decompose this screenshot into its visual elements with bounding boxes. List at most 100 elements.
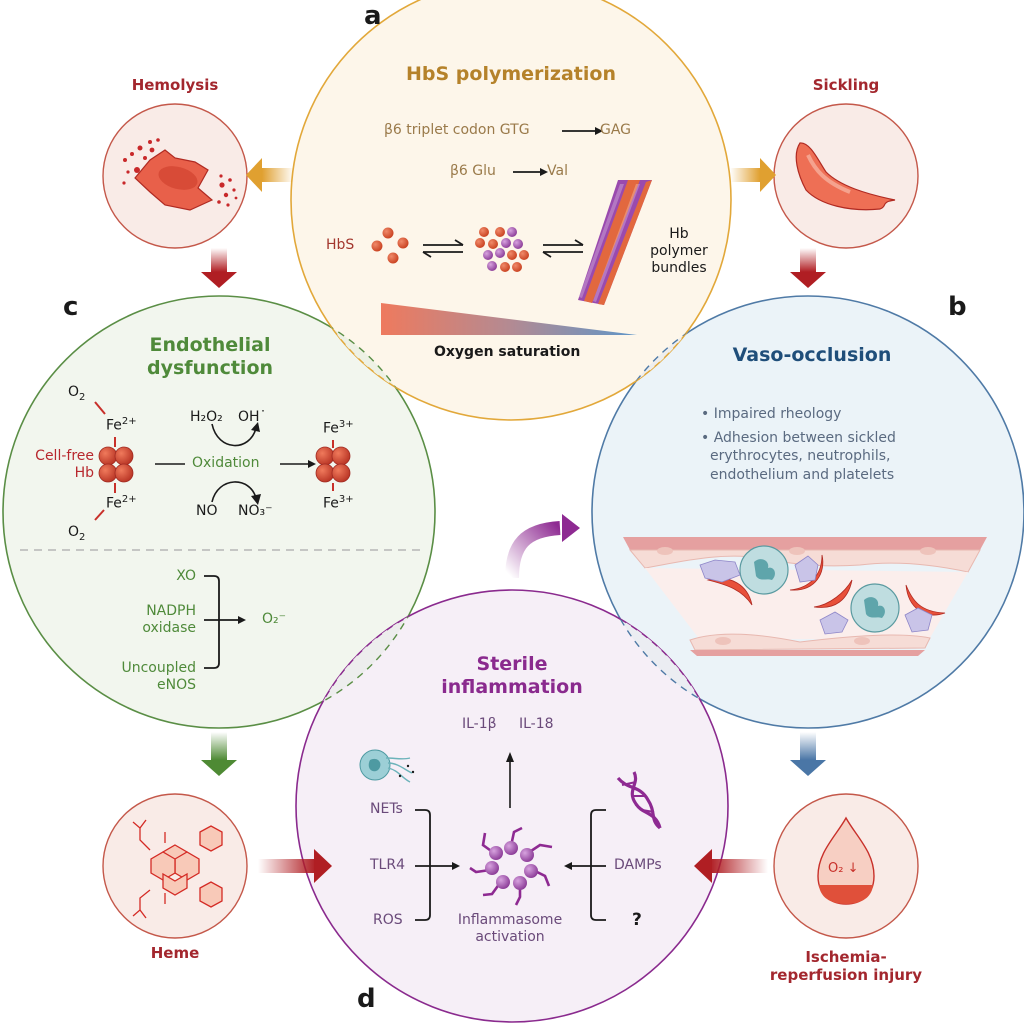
lysed-rbc-icon	[122, 138, 238, 211]
hemolysis-label: Hemolysis	[131, 76, 219, 94]
oxidation-right-arrow	[280, 460, 316, 468]
polymer-label: Hb polymer bundles	[634, 226, 724, 276]
cell-free-hb-icon	[94, 401, 134, 521]
nets-label: NETs	[370, 801, 403, 817]
o2-top-label: O2	[68, 384, 86, 403]
right-inputs-bracket	[572, 809, 606, 921]
cell-free-hb-label: Cell-free Hb	[28, 448, 94, 482]
ischemia-label-line2: reperfusion injury	[769, 966, 923, 984]
arrow-hemolysis-to-c	[201, 248, 237, 288]
blood-vessel-illustration	[623, 537, 987, 656]
nitrate-label: NO₃⁻	[238, 503, 273, 519]
oxidation-label: Oxidation	[192, 455, 260, 471]
enos-line1: Uncoupled	[121, 660, 196, 676]
polymer-label-line3: bundles	[651, 259, 707, 276]
panel-c-title-line2: dysfunction	[146, 356, 274, 379]
nadph-line2: oxidase	[142, 619, 196, 636]
unknown-input-label: ?	[632, 910, 642, 930]
panel-letter-b: b	[948, 292, 967, 322]
inflammasome-line2: activation	[475, 928, 545, 945]
fe3-top-label: Fe3+	[323, 419, 354, 437]
tlr4-label: TLR4	[370, 857, 405, 873]
arrow-a-to-hemolysis	[246, 158, 294, 192]
sickle-cell-icon	[795, 142, 896, 211]
arrow-ischemia-to-d	[694, 849, 768, 883]
arrow-sickling-to-b	[790, 248, 826, 288]
hbs-aggregate-icon	[475, 227, 529, 272]
right-inputs-arrowhead	[564, 862, 572, 870]
aminoacid-arrow	[513, 168, 548, 176]
damps-label: DAMPs	[614, 857, 662, 873]
heme-label: Heme	[150, 944, 200, 962]
superoxide-bracket	[204, 575, 240, 669]
enos-line2: eNOS	[157, 676, 196, 693]
panel-d-circle	[295, 589, 729, 1023]
ros-label: ROS	[373, 912, 403, 928]
no-curve-arrow	[211, 481, 261, 505]
codon-to: GAG	[600, 122, 632, 138]
hbs-label: HbS	[326, 237, 355, 253]
equilibrium-arrow-2	[542, 239, 584, 258]
il1b-label: IL-1β	[462, 716, 497, 732]
uncoupled-enos-label: Uncoupled eNOS	[86, 660, 196, 694]
panel-d-title-line2: inflammation	[441, 675, 583, 698]
left-inputs-arrowhead	[452, 862, 460, 870]
left-inputs-bracket	[415, 809, 452, 921]
h2o2-label: H₂O₂	[190, 409, 223, 425]
oxidized-hb-icon	[315, 440, 351, 491]
codon-from: β6 triplet codon GTG	[384, 122, 530, 138]
hydroxyl-label: OH˙	[238, 409, 267, 425]
bullet-adhesion-line3: endothelium and platelets	[710, 466, 895, 483]
bullet-adhesion-line2: erythrocytes, neutrophils,	[710, 448, 891, 465]
equilibrium-arrow-1	[422, 239, 464, 258]
il18-label: IL-18	[519, 716, 554, 732]
h2o2-curve-arrow	[211, 422, 260, 447]
inflammasome-label: Inflammasome activation	[440, 912, 580, 946]
polymer-label-line2: polymer	[650, 242, 708, 259]
codon-arrow	[562, 127, 603, 135]
bullet-adhesion: • Adhesion between sickled	[701, 430, 896, 447]
sickling-label: Sickling	[812, 76, 880, 94]
panel-b-bullets: • Impaired rheology • Adhesion between s…	[701, 405, 896, 484]
aminoacid-from: β6 Glu	[450, 163, 496, 179]
fe2-top-label: Fe2+	[106, 416, 137, 434]
ischemia-label: Ischemia- reperfusion injury	[766, 948, 926, 984]
fe2-bottom-label: Fe2+	[106, 494, 137, 512]
panel-letter-c: c	[63, 292, 79, 322]
panel-c-title-line1: Endothelial	[149, 334, 271, 356]
cytokine-arrow	[506, 752, 514, 808]
arrow-c-to-heme	[201, 732, 237, 776]
drop-o2-label: O₂ ↓	[828, 861, 859, 876]
oxygen-drop-icon	[817, 816, 875, 905]
panel-letter-a: a	[364, 1, 382, 31]
dna-icon	[616, 771, 662, 830]
hbs-monomers-icon	[371, 227, 409, 264]
hb-polymer-bundle-icon	[578, 180, 652, 305]
panel-b-title: Vaso-occlusion	[732, 344, 892, 366]
oxygen-saturation-label: Oxygen saturation	[434, 344, 581, 360]
cell-free-label-line2: Hb	[74, 464, 94, 481]
panel-d-title-line1: Sterile	[476, 653, 548, 675]
nadph-line1: NADPH	[146, 603, 196, 619]
xo-label: XO	[176, 568, 196, 584]
arrow-d-to-b	[505, 514, 580, 579]
sickling-circle	[773, 103, 919, 249]
panel-letter-d: d	[357, 984, 376, 1014]
panel-a-title: HbS polymerization	[406, 63, 616, 85]
heme-molecule-icon	[132, 819, 223, 919]
bullet-impaired-rheology: • Impaired rheology	[701, 406, 842, 422]
nadph-oxidase-label: NADPH oxidase	[100, 603, 196, 637]
net-neutrophil-icon	[359, 749, 415, 783]
superoxide-label: O₂⁻	[262, 611, 287, 627]
aminoacid-to: Val	[547, 163, 568, 179]
panel-c-circle	[2, 295, 436, 729]
ischemia-label-line1: Ischemia-	[805, 948, 887, 966]
inflammasome-icon	[469, 826, 553, 906]
fe3-bottom-label: Fe3+	[323, 494, 354, 512]
panel-d-title: Sterile inflammation	[432, 653, 592, 699]
arrow-heme-to-d	[258, 849, 332, 883]
panel-c-title: Endothelial dysfunction	[130, 334, 290, 380]
o2-bottom-label: O2	[68, 524, 86, 543]
oxygen-saturation-gradient	[381, 303, 637, 335]
